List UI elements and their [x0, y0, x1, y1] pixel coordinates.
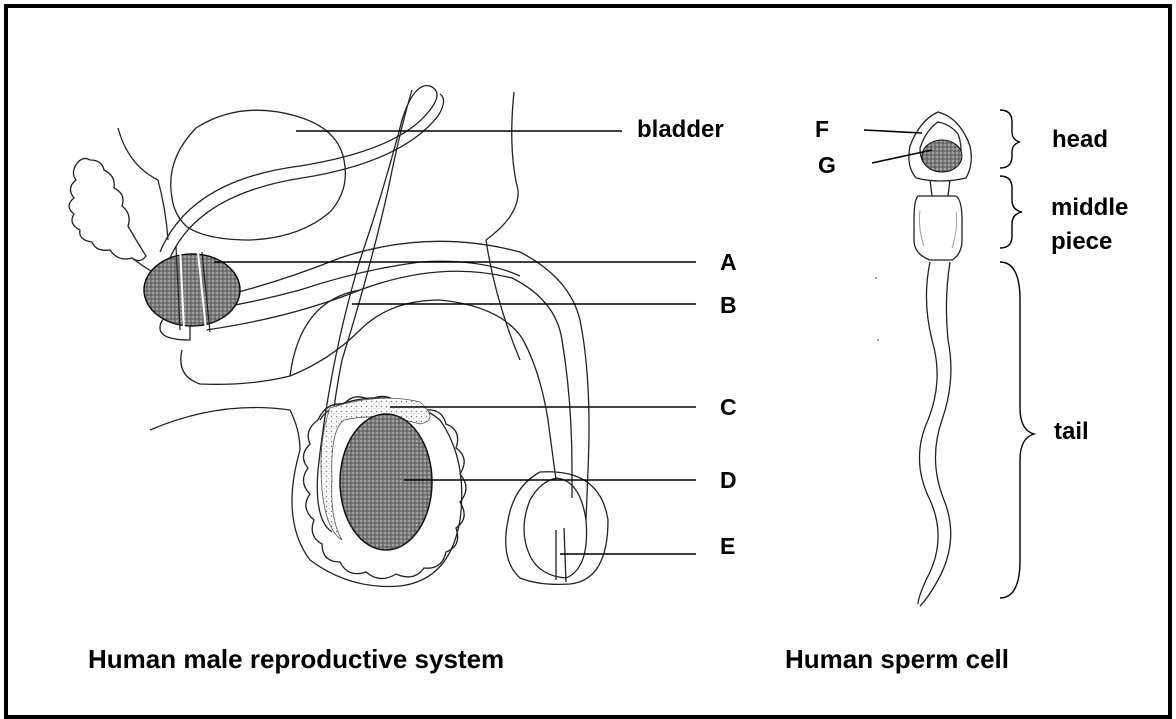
brackets [1000, 110, 1034, 598]
label-tail: tail [1054, 420, 1089, 444]
label-C: C [720, 396, 737, 419]
label-G: G [818, 154, 836, 177]
testis [340, 414, 432, 550]
prostate-gland [144, 254, 240, 326]
sperm-tail [918, 262, 938, 604]
caption-sperm-cell: Human sperm cell [785, 646, 1009, 672]
reproductive-system-drawing [69, 86, 608, 587]
label-A: A [720, 251, 737, 274]
label-middle: middle [1051, 196, 1128, 220]
sperm-middle-piece [914, 196, 962, 260]
label-F: F [815, 118, 829, 141]
label-E: E [720, 535, 735, 558]
leader-lines-left [214, 131, 696, 554]
bracket-tail [1000, 262, 1034, 598]
sperm-nucleus [922, 140, 962, 172]
label-head: head [1052, 128, 1108, 152]
sperm-cell-drawing [909, 112, 971, 606]
label-D: D [720, 469, 737, 492]
bracket-middle [1000, 176, 1022, 248]
seminal-vesicle [69, 158, 146, 260]
label-bladder: bladder [637, 118, 724, 142]
caption-reproductive-system: Human male reproductive system [88, 646, 504, 672]
label-B: B [720, 294, 737, 317]
bracket-head [1000, 110, 1020, 168]
label-piece: piece [1051, 230, 1112, 254]
leader-F [864, 130, 922, 133]
